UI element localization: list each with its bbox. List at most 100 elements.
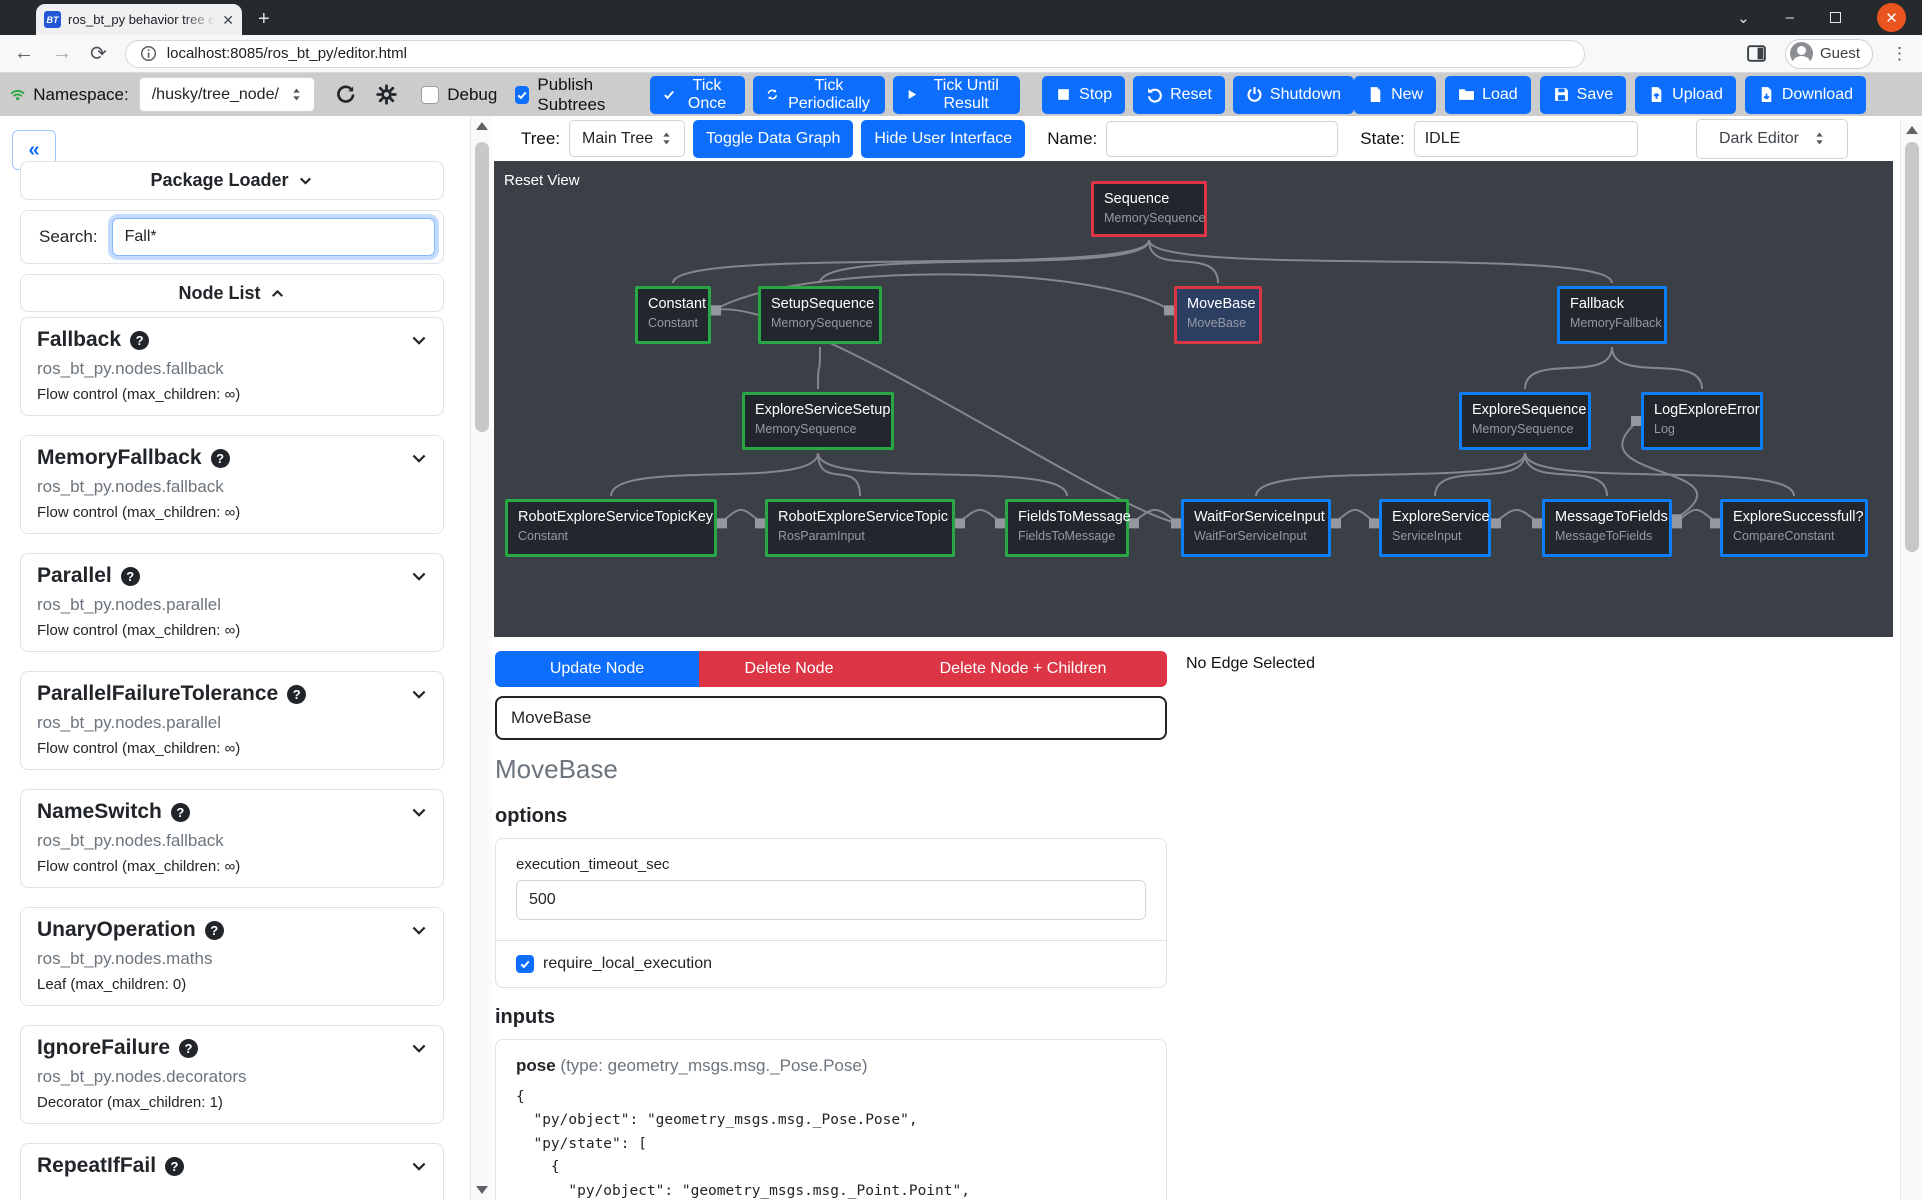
help-icon[interactable] bbox=[204, 921, 224, 940]
graph-node-exploresuccessfull[interactable]: ExploreSuccessfull?CompareConstant bbox=[1720, 499, 1868, 557]
delete-node-children-button[interactable]: Delete Node + Children bbox=[879, 651, 1167, 687]
execution-timeout-input[interactable] bbox=[516, 880, 1146, 920]
chevron-down-icon bbox=[299, 177, 311, 185]
node-class-name: NameSwitch bbox=[37, 800, 162, 823]
shutdown-button[interactable]: Shutdown bbox=[1232, 75, 1355, 114]
help-icon[interactable] bbox=[179, 1039, 199, 1058]
debug-checkbox-row[interactable]: Debug bbox=[421, 85, 497, 105]
save-button[interactable]: Save bbox=[1539, 75, 1627, 114]
side-panel-icon[interactable] bbox=[1746, 43, 1767, 64]
node-list-item[interactable]: UnaryOperationros_bt_py.nodes.mathsLeaf … bbox=[20, 907, 444, 1006]
publish-subtrees-checkbox-row[interactable]: Publish Subtrees bbox=[515, 75, 627, 115]
require-local-execution-row[interactable]: require_local_execution bbox=[496, 941, 1166, 987]
reset-button[interactable]: Reset bbox=[1133, 75, 1225, 114]
delete-node-button[interactable]: Delete Node bbox=[699, 651, 879, 687]
tree-select[interactable]: Main Tree bbox=[569, 120, 686, 157]
load-button[interactable]: Load bbox=[1445, 75, 1531, 114]
namespace-select[interactable]: /husky/tree_node/ bbox=[138, 77, 316, 112]
node-list-item[interactable]: RepeatIfFail bbox=[20, 1143, 444, 1200]
scrollbar-thumb[interactable] bbox=[1905, 142, 1919, 552]
check-icon bbox=[663, 90, 674, 100]
page-info-icon[interactable] bbox=[140, 45, 157, 62]
stop-button[interactable]: Stop bbox=[1042, 75, 1126, 114]
search-input[interactable] bbox=[111, 218, 435, 256]
update-node-button[interactable]: Update Node bbox=[495, 651, 699, 687]
debug-checkbox[interactable] bbox=[421, 85, 440, 104]
scroll-up-arrow[interactable] bbox=[476, 122, 488, 130]
reload-button[interactable]: ⟳ bbox=[90, 43, 107, 65]
browser-menu-icon[interactable]: ⋮ bbox=[1891, 43, 1908, 63]
download-button[interactable]: Download bbox=[1744, 75, 1866, 114]
help-icon[interactable] bbox=[210, 449, 230, 468]
help-icon[interactable] bbox=[165, 1157, 185, 1176]
tab-close-icon[interactable]: ✕ bbox=[222, 11, 234, 28]
window-restore-button[interactable] bbox=[1830, 12, 1841, 23]
profile-name: Guest bbox=[1819, 45, 1860, 62]
upload-file-icon bbox=[1651, 87, 1662, 102]
input-json-editor[interactable]: { "py/object": "geometry_msgs.msg._Pose.… bbox=[516, 1089, 970, 1199]
help-icon[interactable] bbox=[170, 803, 190, 822]
tab-search-chevron-icon[interactable]: ⌄ bbox=[1737, 9, 1750, 27]
profile-button[interactable]: Guest bbox=[1784, 38, 1873, 69]
node-list-item[interactable]: ParallelFailureToleranceros_bt_py.nodes.… bbox=[20, 671, 444, 770]
help-icon[interactable] bbox=[287, 685, 307, 704]
browser-tab[interactable]: BT ros_bt_py behavior tree e ✕ bbox=[36, 4, 242, 35]
sidebar-scrollbar[interactable] bbox=[470, 116, 492, 1200]
back-button[interactable]: ← bbox=[14, 42, 34, 64]
help-icon[interactable] bbox=[130, 331, 150, 350]
forward-button[interactable]: → bbox=[52, 42, 72, 64]
publish-subtrees-checkbox[interactable] bbox=[515, 85, 530, 104]
hide-user-interface-button[interactable]: Hide User Interface bbox=[861, 119, 1026, 158]
url-field[interactable]: localhost :8085/ros_bt_py/editor.html bbox=[124, 39, 1585, 68]
node-list-header[interactable]: Node List bbox=[20, 274, 444, 312]
upload-button[interactable]: Upload bbox=[1635, 75, 1736, 114]
refresh-namespaces-button[interactable] bbox=[335, 84, 356, 105]
node-description: Leaf (max_children: 0) bbox=[37, 976, 187, 993]
check-icon bbox=[520, 960, 530, 969]
node-module: ros_bt_py.nodes.fallback bbox=[37, 477, 224, 496]
window-close-button[interactable]: ✕ bbox=[1877, 3, 1906, 32]
scroll-down-arrow[interactable] bbox=[476, 1186, 488, 1194]
scrollbar-thumb[interactable] bbox=[475, 142, 489, 432]
require-local-execution-checkbox[interactable] bbox=[516, 955, 534, 973]
inputs-section-title: inputs bbox=[495, 1006, 555, 1028]
node-editor-panel: Update Node Delete Node Delete Node + Ch… bbox=[494, 637, 1900, 1200]
node-list-item[interactable]: IgnoreFailureros_bt_py.nodes.decoratorsD… bbox=[20, 1025, 444, 1124]
page-scrollbar[interactable] bbox=[1900, 120, 1922, 1200]
toggle-data-graph-button[interactable]: Toggle Data Graph bbox=[693, 119, 854, 158]
node-module: ros_bt_py.nodes.parallel bbox=[37, 713, 221, 732]
tick-until-result-button[interactable]: Tick Until Result bbox=[893, 75, 1021, 114]
help-icon[interactable] bbox=[120, 567, 140, 586]
settings-gear-icon[interactable] bbox=[376, 84, 397, 105]
package-loader-header[interactable]: Package Loader bbox=[20, 161, 444, 200]
scroll-up-arrow[interactable] bbox=[1906, 126, 1918, 134]
window-minimize-button[interactable]: – bbox=[1785, 9, 1794, 26]
editor-theme-select[interactable]: Dark Editor bbox=[1696, 118, 1848, 159]
node-list-item[interactable]: MemoryFallbackros_bt_py.nodes.fallbackFl… bbox=[20, 435, 444, 534]
new-button[interactable]: New bbox=[1354, 75, 1437, 114]
tick-periodically-button[interactable]: Tick Periodically bbox=[753, 75, 886, 114]
tree-name-input[interactable] bbox=[1106, 120, 1339, 157]
tick-once-button[interactable]: Tick Once bbox=[649, 75, 746, 114]
node-name-input[interactable] bbox=[495, 696, 1167, 740]
new-tab-button[interactable]: + bbox=[258, 8, 270, 30]
reset-view-button[interactable]: Reset View bbox=[504, 172, 580, 189]
